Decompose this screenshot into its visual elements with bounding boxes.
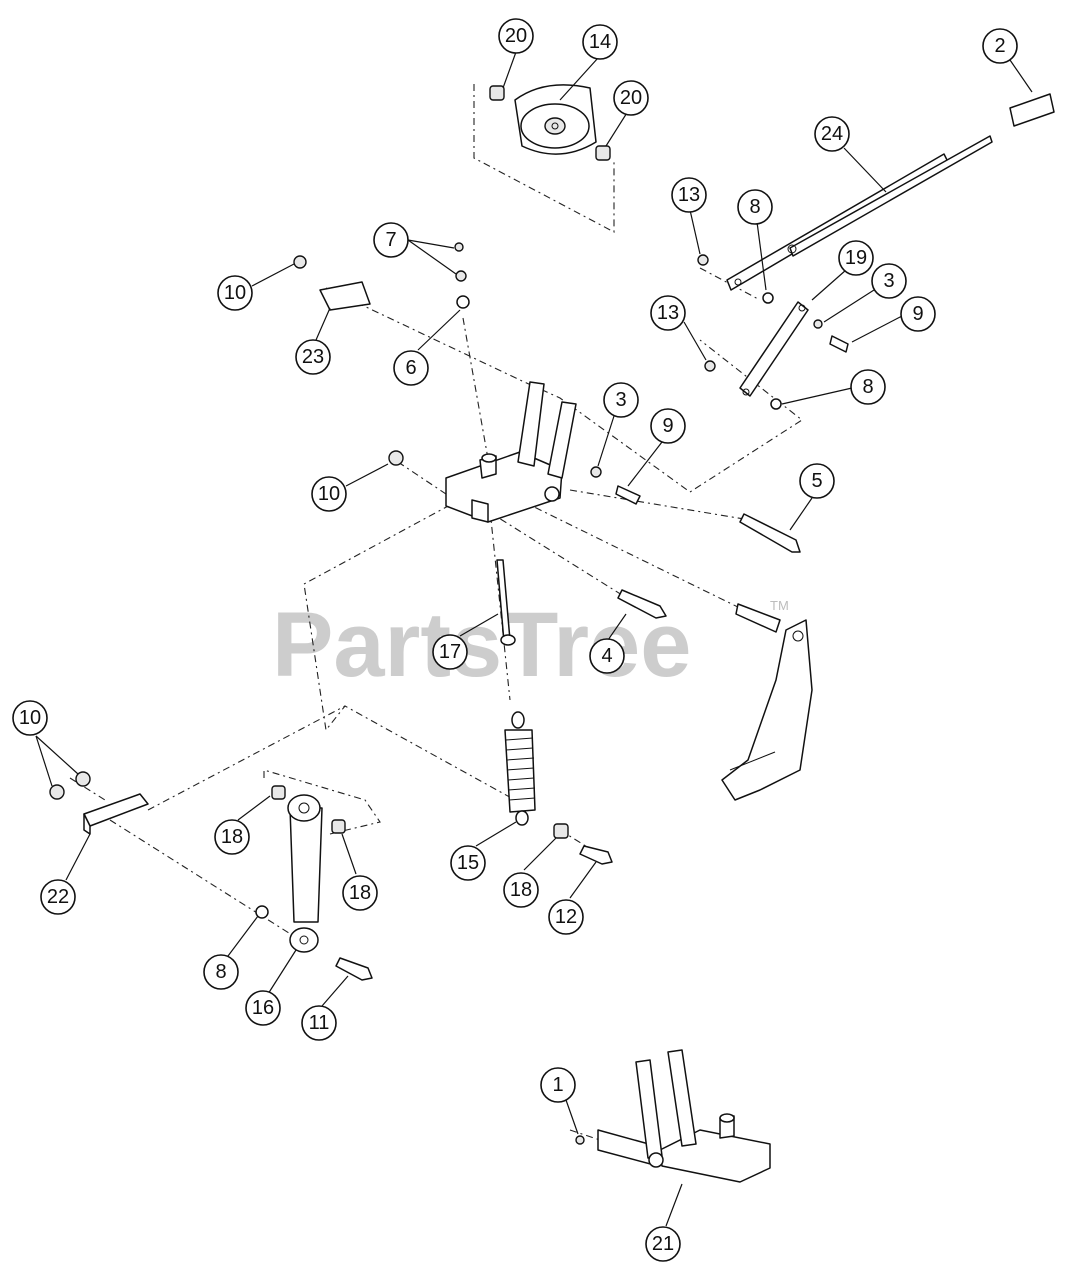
svg-text:20: 20: [505, 25, 527, 47]
callout-16: 16: [245, 990, 281, 1026]
pulley-part: [489, 84, 611, 161]
callout-15: 15: [450, 845, 486, 881]
svg-text:9: 9: [662, 415, 673, 437]
callout-20: 20: [613, 80, 649, 116]
svg-text:10: 10: [318, 483, 340, 505]
callout-20: 20: [498, 18, 534, 54]
svg-text:2: 2: [994, 35, 1005, 57]
pedal-lever-part: [721, 603, 813, 801]
link-arm-part: [739, 301, 809, 397]
svg-text:19: 19: [845, 247, 867, 269]
callout-4: 4: [589, 638, 625, 674]
callout-13: 13: [671, 177, 707, 213]
svg-text:11: 11: [309, 1012, 330, 1034]
callout-3: 3: [871, 263, 907, 299]
callout-19: 19: [838, 240, 874, 276]
svg-text:24: 24: [821, 123, 843, 145]
callout-5: 5: [799, 463, 835, 499]
svg-text:3: 3: [615, 389, 626, 411]
svg-text:21: 21: [652, 1233, 674, 1255]
svg-text:8: 8: [749, 196, 760, 218]
svg-text:14: 14: [589, 31, 611, 53]
damper-16-part: [255, 785, 346, 953]
callout-14: 14: [582, 24, 618, 60]
bolt-4-part: [617, 589, 667, 619]
callout-2: 2: [982, 28, 1018, 64]
callout-10: 10: [12, 700, 48, 736]
callout-8: 8: [203, 954, 239, 990]
callout-18: 18: [503, 872, 539, 908]
bracket-21-part: [575, 1049, 771, 1183]
callout-9: 9: [650, 408, 686, 444]
callout-17: 17: [432, 634, 468, 670]
control-rod-part: [726, 93, 1055, 291]
pivot-bracket-part: [388, 381, 641, 523]
svg-text:16: 16: [252, 997, 274, 1019]
callout-3: 3: [603, 382, 639, 418]
callout-18: 18: [214, 819, 250, 855]
callout-11: 11: [301, 1005, 337, 1041]
watermark-logo: PartsTree: [272, 594, 691, 696]
svg-text:6: 6: [405, 357, 416, 379]
bracket-22-part: [49, 771, 149, 835]
callout-21: 21: [645, 1226, 681, 1262]
spring-15-part: [504, 711, 536, 826]
svg-text:22: 22: [47, 886, 69, 908]
callout-7: 7: [373, 222, 409, 258]
svg-text:17: 17: [439, 641, 461, 663]
callout-6: 6: [393, 350, 429, 386]
hardware-upper: [697, 254, 849, 410]
bolt-5-part: [739, 513, 801, 553]
callout-10: 10: [217, 275, 253, 311]
svg-text:1: 1: [552, 1074, 563, 1096]
svg-text:18: 18: [221, 826, 243, 848]
callout-22: 22: [40, 879, 76, 915]
bolt-12-part: [553, 823, 613, 865]
callout-10: 10: [311, 476, 347, 512]
svg-text:3: 3: [883, 270, 894, 292]
callout-8: 8: [737, 189, 773, 225]
pin-17-part: [496, 559, 516, 646]
callout-13: 13: [650, 295, 686, 331]
callout-9: 9: [900, 296, 936, 332]
svg-text:15: 15: [457, 852, 479, 874]
svg-text:8: 8: [215, 961, 226, 983]
watermark-trademark: TM: [770, 598, 789, 613]
callout-1: 1: [540, 1067, 576, 1103]
svg-text:12: 12: [555, 906, 577, 928]
svg-text:9: 9: [912, 303, 923, 325]
svg-text:10: 10: [224, 282, 246, 304]
callout-24: 24: [814, 116, 850, 152]
callout-12: 12: [548, 899, 584, 935]
svg-text:18: 18: [349, 882, 371, 904]
svg-text:20: 20: [620, 87, 642, 109]
bolt-11-part: [335, 957, 373, 981]
svg-text:8: 8: [862, 376, 873, 398]
svg-text:10: 10: [19, 707, 41, 729]
svg-text:23: 23: [302, 346, 324, 368]
svg-text:13: 13: [657, 302, 679, 324]
svg-text:18: 18: [510, 879, 532, 901]
bracket-23-part: [293, 242, 470, 311]
svg-text:13: 13: [678, 184, 700, 206]
svg-text:5: 5: [811, 470, 822, 492]
svg-text:7: 7: [385, 229, 396, 251]
callout-8: 8: [850, 369, 886, 405]
callout-23: 23: [295, 339, 331, 375]
svg-text:4: 4: [601, 645, 612, 667]
callout-18: 18: [342, 875, 378, 911]
